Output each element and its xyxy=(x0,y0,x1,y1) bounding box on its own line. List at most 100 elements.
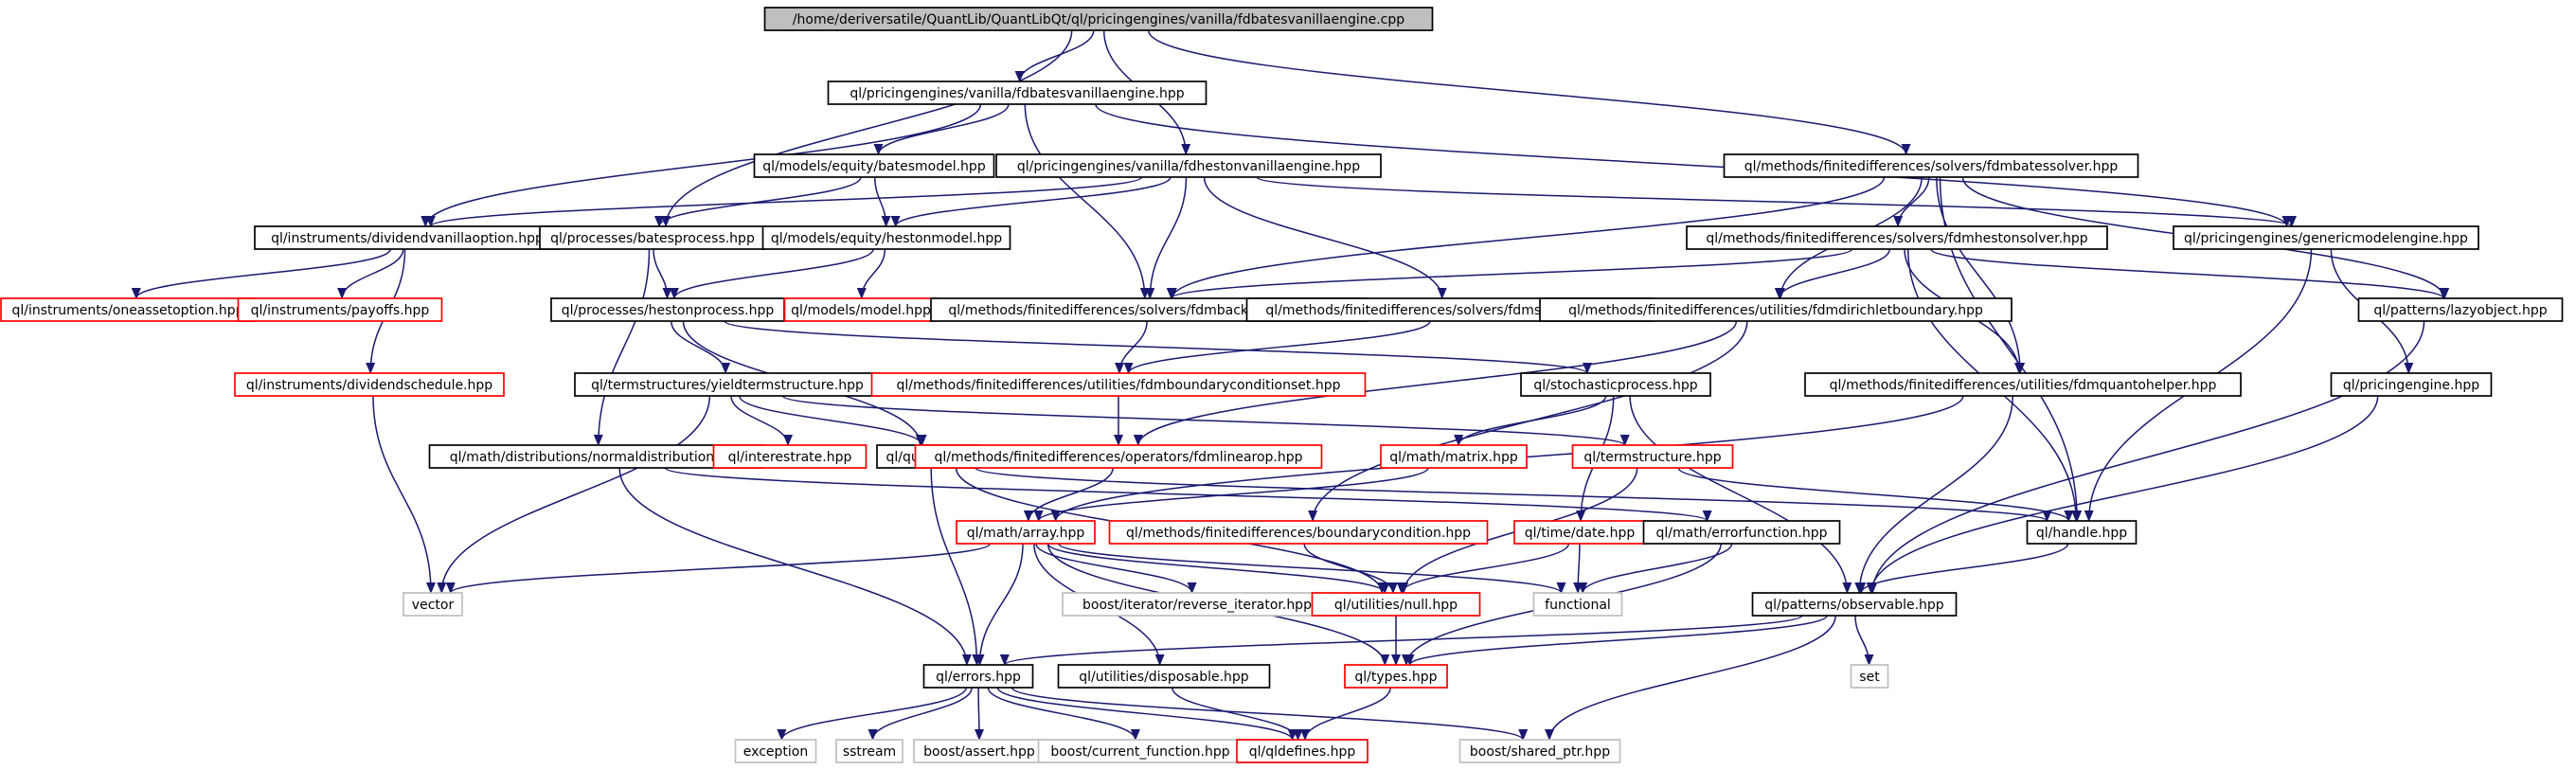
node-label: boost/shared_ptr.hpp xyxy=(1470,744,1610,760)
node-interestrate[interactable]: ql/interestrate.hpp xyxy=(712,444,868,469)
node-dividendvanillaoption[interactable]: ql/instruments/dividendvanillaoption.hpp xyxy=(254,225,561,250)
node-handle[interactable]: ql/handle.hpp xyxy=(2026,520,2138,545)
edge-matrix-to-array xyxy=(1033,467,1429,522)
node-observable[interactable]: ql/patterns/observable.hpp xyxy=(1751,592,1958,617)
node-label: ql/termstructures/yieldtermstructure.hpp xyxy=(591,378,864,393)
edge-fdmbatessolver-to-fdmquantohelper xyxy=(1936,176,2026,374)
node-box xyxy=(2173,225,2479,250)
node-normaldistribution[interactable]: ql/math/distributions/normaldistribution… xyxy=(428,444,765,469)
edge-stochasticprocess-to-matrix xyxy=(1454,395,1607,446)
node-fdbatesvanillaengine-hpp[interactable]: ql/pricingengines/vanilla/fdbatesvanilla… xyxy=(827,81,1208,105)
edge-observable-to-errors xyxy=(1000,615,1803,666)
node-box xyxy=(237,297,443,322)
node-fdmbatessolver[interactable]: ql/methods/finitedifferences/solvers/fdm… xyxy=(1723,153,2139,178)
node-label: set xyxy=(1859,670,1880,685)
node-null[interactable]: ql/utilities/null.hpp xyxy=(1311,592,1481,617)
node-stochasticprocess[interactable]: ql/stochasticprocess.hpp xyxy=(1520,372,1711,397)
node-label: ql/instruments/dividendvanillaoption.hpp xyxy=(271,231,544,246)
node-box xyxy=(763,7,1434,31)
node-label: ql/methods/finitedifferences/boundarycon… xyxy=(1126,526,1471,541)
node-payoffs[interactable]: ql/instruments/payoffs.hpp xyxy=(237,297,443,322)
node-label: ql/handle.hpp xyxy=(2036,526,2127,541)
node-label: ql/methods/finitedifferences/solvers/fdm… xyxy=(1706,231,2087,246)
node-label: vector xyxy=(412,598,455,613)
node-lazyobject[interactable]: ql/patterns/lazyobject.hpp xyxy=(2357,297,2564,322)
node-matrix[interactable]: ql/math/matrix.hpp xyxy=(1380,444,1528,469)
node-array[interactable]: ql/math/array.hpp xyxy=(956,520,1096,545)
node-label: ql/pricingengine.hpp xyxy=(2343,378,2479,393)
node-box xyxy=(1458,739,1621,763)
node-box xyxy=(1037,739,1243,763)
node-batesprocess[interactable]: ql/processes/batesprocess.hpp xyxy=(539,225,766,250)
node-box xyxy=(753,153,995,178)
node-label: ql/time/date.hpp xyxy=(1525,526,1636,541)
edge-pricingengine-to-observable xyxy=(1866,395,2379,594)
edge-fdmquantohelper-to-observable xyxy=(1854,395,2014,594)
node-fdmdirichletboundary[interactable]: ql/methods/finitedifferences/utilities/f… xyxy=(1539,297,2012,322)
node-box xyxy=(0,297,256,322)
node-current-function: boost/current_function.hpp xyxy=(1037,739,1243,763)
edge-errors-to-sstream xyxy=(868,687,973,741)
node-termstructure[interactable]: ql/termstructure.hpp xyxy=(1571,444,1734,469)
node-boundarycondition[interactable]: ql/methods/finitedifferences/boundarycon… xyxy=(1108,520,1489,545)
node-box xyxy=(1108,520,1489,545)
node-yieldtermstructure[interactable]: ql/termstructures/yieldtermstructure.hpp xyxy=(574,372,881,397)
node-label: ql/processes/batesprocess.hpp xyxy=(550,231,755,246)
node-oneassetoption[interactable]: ql/instruments/oneassetoption.hpp xyxy=(0,297,256,322)
node-fdmhestonsolver[interactable]: ql/methods/finitedifferences/solvers/fdm… xyxy=(1686,225,2108,250)
node-batesmodel[interactable]: ql/models/equity/batesmodel.hpp xyxy=(753,153,995,178)
node-fdmquantohelper[interactable]: ql/methods/finitedifferences/utilities/f… xyxy=(1804,372,2242,397)
node-fdmboundaryconditionset[interactable]: ql/methods/finitedifferences/utilities/f… xyxy=(870,372,1367,397)
node-label: ql/instruments/payoffs.hpp xyxy=(251,303,430,318)
edge-array-to-functional xyxy=(1058,543,1566,594)
node-pricingengine[interactable]: ql/pricingengine.hpp xyxy=(2330,372,2493,397)
node-label: ql/utilities/disposable.hpp xyxy=(1079,670,1249,685)
edge-batesprocess-to-hestonprocess xyxy=(653,248,672,299)
edge-fdhestonvanillaengine-to-genericmodelengine xyxy=(1256,176,2297,227)
node-errorfunction[interactable]: ql/math/errorfunction.hpp xyxy=(1642,520,1841,545)
node-label: ql/stochasticprocess.hpp xyxy=(1533,378,1697,393)
node-label: ql/pricingengines/genericmodelengine.hpp xyxy=(2184,231,2468,246)
node-date[interactable]: ql/time/date.hpp xyxy=(1513,520,1646,545)
node-label: boost/current_function.hpp xyxy=(1050,744,1229,760)
node-errors[interactable]: ql/errors.hpp xyxy=(922,664,1034,689)
edge-yieldtermstructure-to-interestrate xyxy=(730,395,793,446)
node-box xyxy=(712,444,868,469)
edge-fdbatesvanillaengine-hpp-to-dividendvanillaoption xyxy=(420,103,982,227)
node-box xyxy=(1520,372,1711,397)
node-box xyxy=(1850,664,1889,689)
edge-date-to-null xyxy=(1396,543,1570,594)
node-box xyxy=(402,592,463,617)
edge-root-to-fdbatesvanillaengine-hpp xyxy=(1014,29,1095,82)
node-box xyxy=(1539,297,2012,322)
edge-fdbatesvanillaengine-hpp-to-batesmodel xyxy=(873,103,1010,155)
edge-batesmodel-to-batesprocess xyxy=(654,176,862,227)
node-label: /home/deriversatile/QuantLib/QuantLibQt/… xyxy=(793,12,1404,27)
node-genericmodelengine[interactable]: ql/pricingengines/genericmodelengine.hpp xyxy=(2173,225,2479,250)
node-label: ql/instruments/dividendschedule.hpp xyxy=(246,378,492,393)
node-fdhestonvanillaengine[interactable]: ql/pricingengines/vanilla/fdhestonvanill… xyxy=(995,153,1382,178)
node-box xyxy=(1057,664,1271,689)
edge-fdmhestonsolver-to-fdmdirichletboundary xyxy=(1774,248,1891,299)
node-types[interactable]: ql/types.hpp xyxy=(1344,664,1448,689)
node-exception: exception xyxy=(734,739,817,763)
node-box xyxy=(2330,372,2493,397)
node-dividendschedule[interactable]: ql/instruments/dividendschedule.hpp xyxy=(234,372,505,397)
node-label: ql/methods/finitedifferences/utilities/f… xyxy=(1568,303,1983,318)
node-box xyxy=(1311,592,1481,617)
node-fdmlinearop[interactable]: ql/methods/finitedifferences/operators/f… xyxy=(914,444,1323,469)
edge-termstructure-to-handle xyxy=(1677,467,2074,522)
edge-lazyobject-to-observable xyxy=(1868,320,2425,594)
node-qldefines[interactable]: ql/qldefines.hpp xyxy=(1236,739,1368,763)
node-box xyxy=(2026,520,2138,545)
node-root[interactable]: /home/deriversatile/QuantLib/QuantLibQt/… xyxy=(763,7,1434,31)
node-box xyxy=(1804,372,2242,397)
node-model[interactable]: ql/models/model.hpp xyxy=(783,297,939,322)
node-label: ql/math/errorfunction.hpp xyxy=(1656,526,1828,541)
node-disposable[interactable]: ql/utilities/disposable.hpp xyxy=(1057,664,1271,689)
node-label: ql/pricingengines/vanilla/fdbatesvanilla… xyxy=(850,86,1184,101)
node-label: ql/math/array.hpp xyxy=(967,526,1085,541)
node-hestonmodel[interactable]: ql/models/equity/hestonmodel.hpp xyxy=(761,225,1011,250)
node-hestonprocess[interactable]: ql/processes/hestonprocess.hpp xyxy=(550,297,785,322)
node-box xyxy=(1380,444,1528,469)
